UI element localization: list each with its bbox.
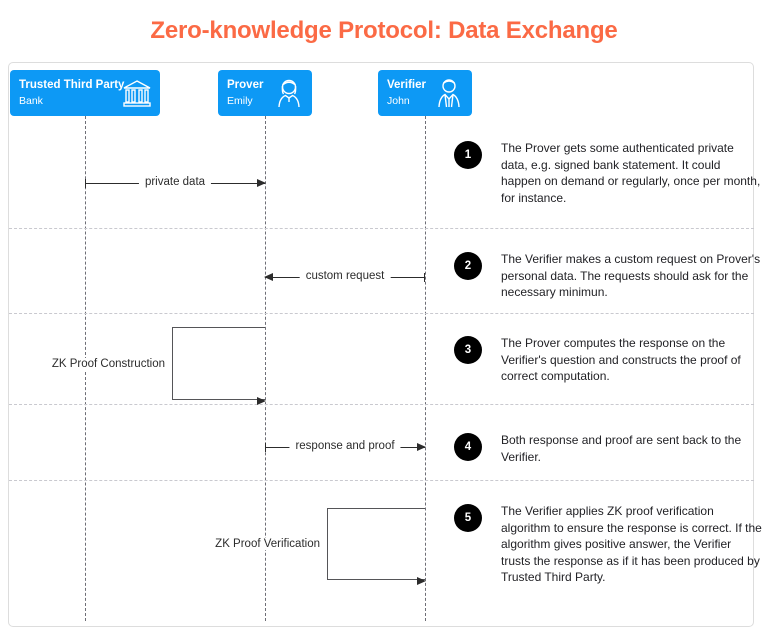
woman-icon — [273, 77, 305, 109]
sequence-diagram-frame — [8, 62, 754, 627]
step-badge: 5 — [454, 504, 482, 532]
self-message-zk-proof-construction: ZK Proof Construction — [48, 327, 266, 405]
step-badge: 3 — [454, 336, 482, 364]
actor-prover[interactable]: Prover Emily — [218, 70, 312, 116]
actor-role: Prover — [227, 79, 264, 91]
step-description: The Prover computes the response on the … — [501, 336, 741, 383]
self-message-zk-proof-verification: ZK Proof Verification — [212, 508, 426, 585]
message-label: custom request — [299, 268, 391, 285]
step-description: The Verifier applies ZK proof verificati… — [501, 504, 762, 584]
actor-trusted-third-party[interactable]: Trusted Third Party Bank — [10, 70, 160, 116]
arrowhead-right-icon — [417, 576, 426, 585]
step-description: The Prover gets some authenticated priva… — [501, 141, 761, 205]
arrowhead-left-icon — [264, 272, 273, 281]
man-icon — [433, 77, 465, 109]
self-loop-side — [327, 508, 328, 580]
bank-icon — [121, 77, 153, 109]
page-title: Zero-knowledge Protocol: Data Exchange — [150, 17, 618, 44]
actor-name: Bank — [19, 95, 43, 107]
step-badge: 4 — [454, 433, 482, 461]
self-loop-top — [327, 508, 425, 509]
self-message-label: ZK Proof Construction — [48, 357, 168, 370]
actor-role: Verifier — [387, 79, 426, 91]
message-custom-request: custom request — [264, 268, 425, 285]
actor-name: Emily — [227, 95, 253, 107]
actor-verifier[interactable]: Verifier John — [378, 70, 472, 116]
lifeline-verifier — [425, 116, 426, 621]
lifeline-prover — [265, 116, 266, 621]
arrowhead-right-icon — [257, 178, 266, 187]
step-badge: 1 — [454, 141, 482, 169]
self-loop-bottom — [327, 579, 425, 580]
row-separator — [9, 228, 754, 229]
message-label: private data — [138, 174, 212, 191]
step-badge: 2 — [454, 252, 482, 280]
self-message-label: ZK Proof Verification — [212, 538, 323, 550]
actor-labels: Trusted Third Party Bank — [19, 78, 124, 108]
actor-labels: Prover Emily — [227, 78, 263, 108]
step-description: Both response and proof are sent back to… — [501, 433, 742, 464]
row-separator — [9, 480, 754, 481]
message-start-cap — [424, 273, 425, 282]
message-start-cap — [85, 179, 86, 188]
self-loop-top — [172, 327, 265, 328]
message-private-data: private data — [85, 174, 266, 191]
actor-labels: Verifier John — [387, 78, 426, 108]
row-separator — [9, 404, 754, 405]
self-loop-bottom — [172, 399, 265, 400]
message-response-and-proof: response and proof — [265, 438, 426, 455]
actor-role: Trusted Third Party — [19, 79, 125, 91]
self-loop-side — [172, 327, 173, 400]
message-start-cap — [265, 443, 266, 452]
actor-name: John — [387, 95, 410, 107]
arrowhead-right-icon — [257, 396, 266, 405]
arrowhead-right-icon — [417, 442, 426, 451]
message-label: response and proof — [289, 438, 401, 455]
row-separator — [9, 313, 754, 314]
step-description: The Verifier makes a custom request on P… — [501, 252, 761, 299]
